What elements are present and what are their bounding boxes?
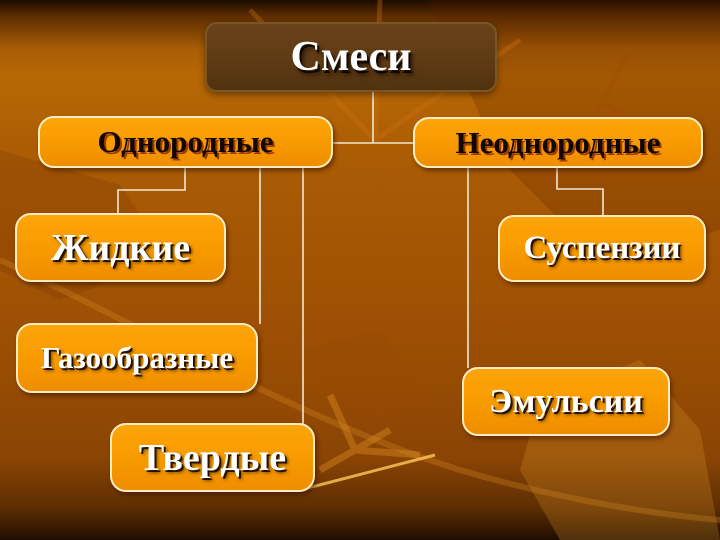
node-solid: Твердые [110, 423, 315, 492]
node-gaseous: Газообразные [16, 323, 258, 393]
connector-homogeneous-liquid [117, 168, 186, 213]
node-mixtures: Смеси [205, 22, 497, 92]
node-liquid: Жидкие [15, 213, 226, 282]
node-suspensions: Суспензии [498, 215, 706, 282]
connector-heterogeneous-suspensions [556, 168, 604, 216]
node-emulsions: Эмульсии [462, 367, 670, 436]
node-heterogeneous: Неоднородные [413, 117, 703, 168]
node-homogeneous: Однородные [38, 116, 333, 168]
